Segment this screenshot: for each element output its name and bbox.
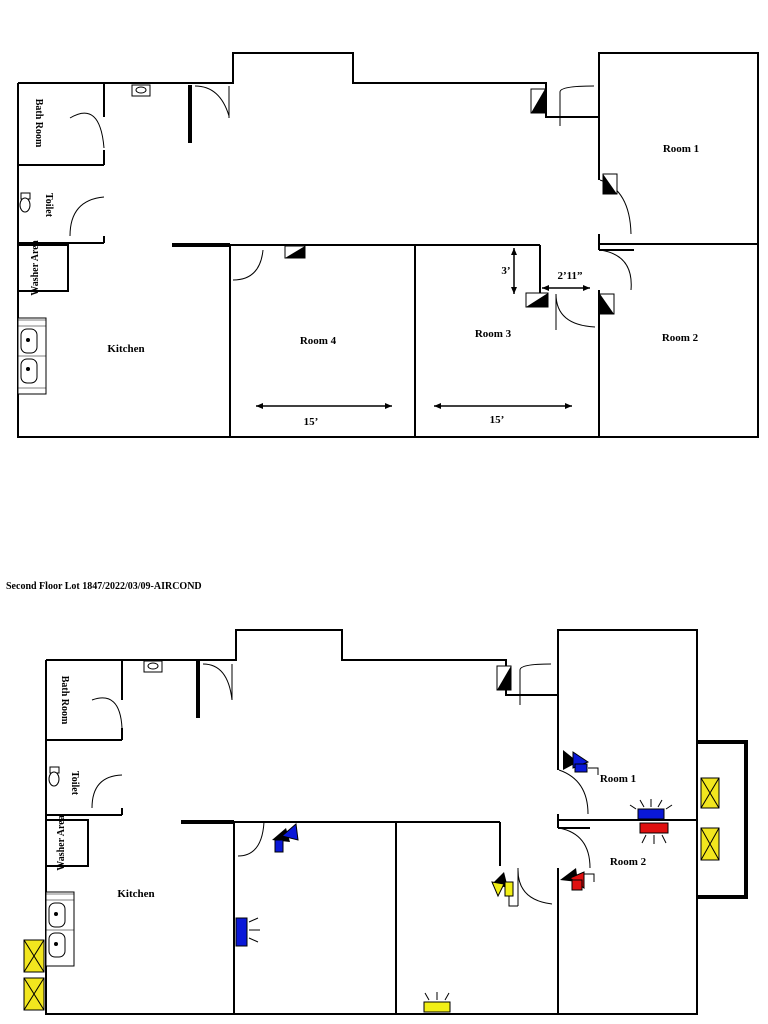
top-room4-width: 15’ [304,416,319,428]
top-door-width: 2’11” [557,270,582,282]
controller-blue-room4 [272,823,299,853]
top-bath-label: Bath Room [33,99,44,148]
bottom-kitchen-label: Kitchen [117,888,154,900]
bottom-sink-icon [143,660,163,673]
aircond-indoor-unit-room1 [629,799,673,820]
bottom-floor-plan: Kitchen Room 1 Room 2 Bath Room Toilet W… [23,629,748,1015]
toilet-icon [19,192,31,213]
aircond-indoor-unit-room2 [639,822,669,844]
dimension-arrows [256,248,590,409]
bottom-room2-label: Room 2 [610,856,647,868]
bottom-toilet-label: Toilet [69,771,80,796]
controller-red-room2 [560,868,595,891]
bottom-outer-walls [45,629,698,1015]
outdoor-ledge [697,740,748,899]
top-room2-label: Room 2 [662,332,699,344]
bottom-toilet-icon [48,766,60,787]
controller-yellow-room3 [491,872,518,907]
bottom-washer-label: Washer Area [56,815,67,870]
sink-icon [131,84,151,97]
top-room3-width: 15’ [490,414,505,426]
top-room3-label: Room 3 [475,328,512,340]
top-outer-walls [17,52,759,438]
top-floor-plan: Kitchen Room 4 Room 3 Room 2 Room 1 15’ … [17,52,759,438]
top-kitchen-label: Kitchen [107,343,144,355]
top-room1-label: Room 1 [663,143,699,155]
bottom-bath-label: Bath Room [59,676,70,725]
aircond-outdoor-unit [23,777,720,1011]
aircond-indoor-unit-room3 [423,992,451,1013]
top-room4-label: Room 4 [300,335,337,347]
top-switch-box [284,88,618,315]
bottom-washer-area [45,819,89,867]
top-washer-area [17,244,69,292]
bottom-kitchen-sink-icon [45,891,75,967]
plan-caption: Second Floor Lot 1847/2022/03/09-AIRCOND [6,581,202,592]
kitchen-sink-icon [17,317,47,395]
controller-blue-room1 [563,750,599,775]
top-toilet-label: Toilet [43,193,54,218]
bottom-room1-label: Room 1 [600,773,636,785]
top-washer-label: Washer Area [30,240,41,295]
top-door-depth: 3’ [501,265,510,277]
aircond-indoor-unit-room4 [235,917,260,947]
